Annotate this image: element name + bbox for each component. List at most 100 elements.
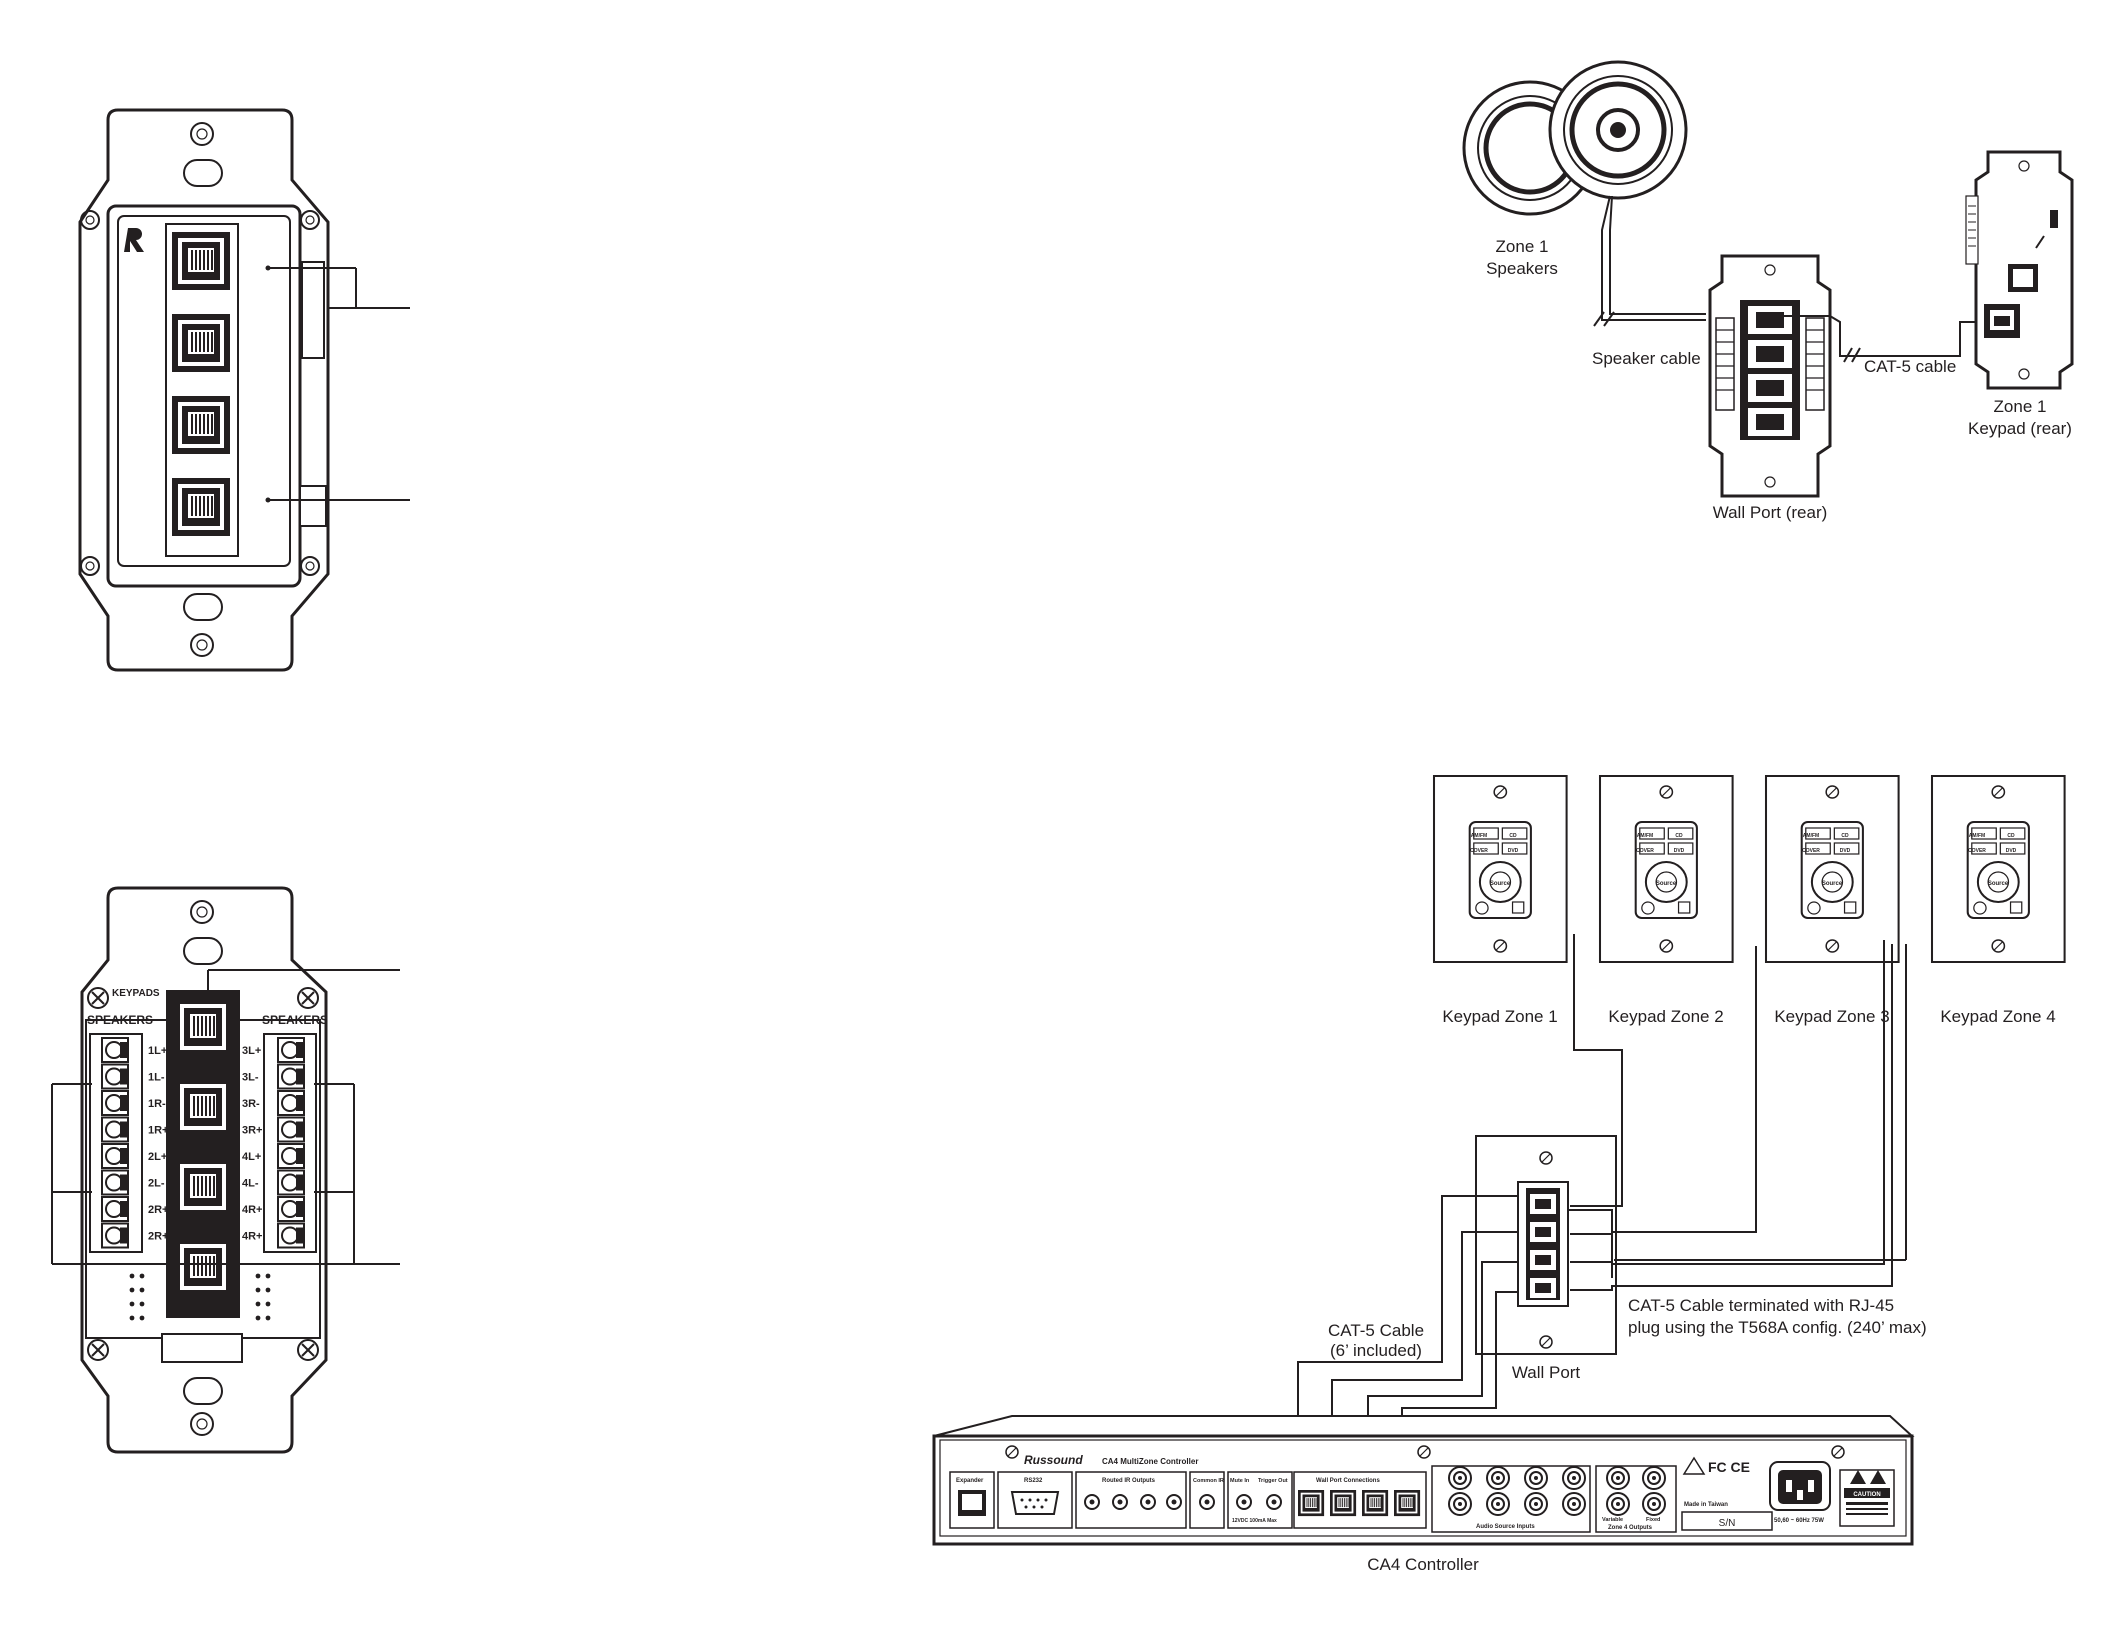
keypad-zone-1 bbox=[1434, 776, 1567, 962]
serial-number-box: S/N bbox=[1719, 1518, 1736, 1529]
keypad-rear bbox=[1965, 150, 2074, 390]
keypad-zone-label: Keypad Zone 2 bbox=[1608, 1007, 1723, 1026]
trigger-out-label: Trigger Out bbox=[1258, 1478, 1288, 1484]
audio-inputs-label: Audio Source Inputs bbox=[1476, 1524, 1535, 1530]
mute-in-label: Mute In bbox=[1230, 1478, 1250, 1484]
ca4-controller: Russound CA4 MultiZone Controller Expand… bbox=[932, 1415, 1915, 1546]
wall-port-rear-label: Wall Port (rear) bbox=[1713, 503, 1828, 522]
speaker-terminal[interactable] bbox=[277, 1196, 305, 1222]
keypad-button-label: AM/FM bbox=[1471, 833, 1487, 839]
keypad-zone-label: Keypad Zone 1 bbox=[1442, 1007, 1557, 1026]
voltage-label: 50,60 ~ 60Hz 75W bbox=[1774, 1518, 1824, 1524]
speaker-terminal[interactable] bbox=[277, 1222, 305, 1249]
speaker-terminal[interactable] bbox=[277, 1169, 305, 1196]
terminal-label: 3L+ bbox=[242, 1045, 261, 1057]
terminal-label: 1L+ bbox=[148, 1045, 167, 1057]
keypad-knob-label: Source bbox=[1490, 881, 1511, 887]
speaker-terminal[interactable] bbox=[277, 1116, 305, 1143]
terminal-label: 4L- bbox=[242, 1178, 259, 1190]
fixed-label: Fixed bbox=[1646, 1517, 1660, 1523]
keypad-button-label: CD bbox=[2007, 833, 2015, 839]
keypad-button-label: COVER bbox=[1968, 848, 1986, 854]
cat5-short-wires bbox=[1297, 1195, 1518, 1474]
trigger-spec: 12VDC 100mA Max bbox=[1232, 1518, 1277, 1524]
keypad-button-label: AM/FM bbox=[1803, 833, 1819, 839]
keypad-knob-label: Source bbox=[1822, 881, 1843, 887]
zone1-speakers-label-line2: Speakers bbox=[1486, 259, 1558, 278]
speakers-right-label: SPEAKERS bbox=[262, 1013, 328, 1027]
cat5-long-wires bbox=[1568, 934, 1907, 1291]
speakers-left-label: SPEAKERS bbox=[87, 1013, 153, 1027]
expander-label: Expander bbox=[956, 1478, 984, 1484]
keypad-button-label: AM/FM bbox=[1969, 833, 1985, 839]
keypad-rear-label-line1: Zone 1 bbox=[1994, 397, 2047, 416]
terminal-label: 2L+ bbox=[148, 1151, 167, 1163]
speaker-terminal[interactable] bbox=[277, 1063, 305, 1090]
terminal-label: 2L- bbox=[148, 1178, 165, 1190]
wall-port-connections-label: Wall Port Connections bbox=[1316, 1478, 1380, 1484]
controller-model: CA4 MultiZone Controller bbox=[1102, 1457, 1198, 1466]
russound-logo-icon bbox=[124, 228, 144, 252]
keypad-zone-4 bbox=[1932, 776, 2065, 962]
controller-brand: Russound bbox=[1024, 1453, 1083, 1467]
keypad-zone-3 bbox=[1766, 776, 1899, 962]
wall-port-front bbox=[78, 108, 410, 672]
keypad-button-label: DVD bbox=[2006, 848, 2017, 854]
common-ir-label: Common IR bbox=[1193, 1478, 1224, 1484]
keypad-button-label: CD bbox=[1841, 833, 1849, 839]
terminal-label: 3R+ bbox=[242, 1125, 263, 1137]
terminal-label: 3L- bbox=[242, 1072, 259, 1084]
keypad-button-label: AM/FM bbox=[1637, 833, 1653, 839]
wall-port-rear-detail: KEYPADS SPEAKERS SPEAKERS 1L+1L-1R-1R+2L… bbox=[51, 886, 400, 1454]
keypad-button-label: DVD bbox=[1508, 848, 1519, 854]
cat5-long-line2: plug using the T568A config. (240’ max) bbox=[1628, 1318, 1927, 1337]
speaker-terminal[interactable] bbox=[277, 1037, 305, 1063]
speaker-terminal[interactable] bbox=[101, 1116, 129, 1143]
variable-label: Variable bbox=[1602, 1517, 1623, 1523]
keypad-knob-label: Source bbox=[1656, 881, 1677, 887]
terminal-label: 2R+ bbox=[148, 1204, 169, 1216]
terminal-label: 2R+ bbox=[148, 1231, 169, 1243]
speaker-terminal[interactable] bbox=[101, 1196, 129, 1222]
speaker-terminal[interactable] bbox=[277, 1143, 305, 1169]
cat5-long-line1: CAT-5 Cable terminated with RJ-45 bbox=[1628, 1296, 1894, 1315]
terminal-label: 3R- bbox=[242, 1098, 260, 1110]
speaker-terminal[interactable] bbox=[101, 1090, 129, 1116]
speaker-cable-label: Speaker cable bbox=[1592, 349, 1701, 368]
zone4-outputs-label: Zone 4 Outputs bbox=[1608, 1525, 1653, 1531]
wall-port-label: Wall Port bbox=[1512, 1363, 1581, 1382]
speaker-terminal[interactable] bbox=[101, 1143, 129, 1169]
speaker-terminal[interactable] bbox=[101, 1037, 129, 1063]
ir-outputs-label: Routed IR Outputs bbox=[1102, 1478, 1156, 1484]
speaker-terminal[interactable] bbox=[277, 1090, 305, 1116]
terminal-label: 1L- bbox=[148, 1072, 165, 1084]
keypad-zone-label: Keypad Zone 3 bbox=[1774, 1007, 1889, 1026]
keypad-button-label: COVER bbox=[1636, 848, 1654, 854]
speaker-terminal[interactable] bbox=[101, 1222, 129, 1249]
terminal-label: 1R+ bbox=[148, 1125, 169, 1137]
keypad-button-label: CD bbox=[1675, 833, 1683, 839]
keypad-button-label: DVD bbox=[1840, 848, 1851, 854]
speaker-pair bbox=[1462, 60, 1688, 216]
cat5-short-line1: CAT-5 Cable bbox=[1328, 1321, 1424, 1340]
rs232-label: RS232 bbox=[1024, 1478, 1043, 1484]
cat5-cable-top-label: CAT-5 cable bbox=[1864, 357, 1956, 376]
keypad-rear-label-line2: Keypad (rear) bbox=[1968, 419, 2072, 438]
caution-label: CAUTION bbox=[1853, 1492, 1880, 1498]
cat5-short-line2: (6’ included) bbox=[1330, 1341, 1422, 1360]
ca4-controller-label: CA4 Controller bbox=[1367, 1555, 1479, 1574]
terminal-label: 4R+ bbox=[242, 1204, 263, 1216]
keypad-button-label: CD bbox=[1509, 833, 1517, 839]
made-in-label: Made in Taiwan bbox=[1684, 1502, 1728, 1508]
speaker-terminal[interactable] bbox=[101, 1063, 129, 1090]
keypad-button-label: DVD bbox=[1674, 848, 1685, 854]
wall-port bbox=[1475, 1135, 1617, 1355]
keypad-zone-2 bbox=[1600, 776, 1733, 962]
keypad-button-label: COVER bbox=[1470, 848, 1488, 854]
terminal-label: 4R+ bbox=[242, 1231, 263, 1243]
terminal-label: 1R- bbox=[148, 1098, 166, 1110]
keypad-zone-label: Keypad Zone 4 bbox=[1940, 1007, 2055, 1026]
terminal-label: 4L+ bbox=[242, 1151, 261, 1163]
zone1-speakers-label-line1: Zone 1 bbox=[1496, 237, 1549, 256]
speaker-terminal[interactable] bbox=[101, 1169, 129, 1196]
